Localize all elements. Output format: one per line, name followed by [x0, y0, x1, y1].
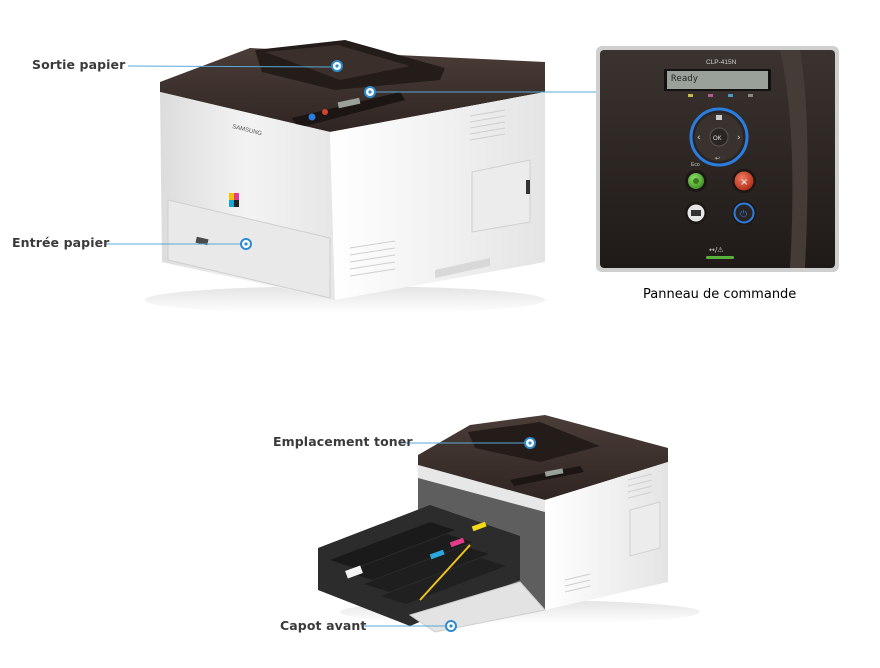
label-paper-input: Entrée papier — [12, 235, 110, 250]
side-vents — [349, 109, 506, 277]
lcd-screen — [667, 71, 768, 89]
panel-model-text: CLP-415N — [706, 59, 737, 66]
printer-side — [545, 462, 668, 610]
printer-base — [435, 258, 490, 278]
printer-icon — [691, 210, 701, 216]
top-control-strip — [292, 92, 405, 128]
callout-control-panel — [364, 86, 600, 98]
control-panel-zoom: CLP-415N Ready OK ‹ › ↩ Eco × — [596, 46, 839, 272]
printer-top — [160, 48, 545, 132]
callout-paper-input — [106, 238, 252, 250]
toner-level-icons — [688, 94, 753, 97]
eco-label: Eco — [691, 162, 700, 168]
printer-shadow — [145, 286, 545, 314]
back-icon[interactable]: ↩ — [715, 155, 720, 162]
callout-toner-slot — [400, 437, 536, 449]
printer-side — [330, 92, 545, 300]
printer-open — [318, 415, 700, 633]
side-access-door — [471, 159, 531, 233]
control-panel-caption: Panneau de commande — [643, 287, 796, 302]
printer-closed: SAMSUNG — [145, 40, 545, 314]
top-cancel-button — [322, 109, 328, 115]
cover-arm — [419, 544, 471, 601]
side-door-latch — [526, 180, 530, 194]
label-front-cover: Capot avant — [280, 618, 367, 633]
label-paper-output: Sortie papier — [32, 57, 126, 72]
ok-button[interactable] — [709, 127, 729, 147]
callout-paper-output — [127, 60, 343, 72]
label-toner-slot: Emplacement toner — [273, 434, 413, 449]
power-button[interactable] — [733, 202, 755, 224]
panel-bevel — [780, 50, 808, 268]
menu-icon[interactable] — [716, 115, 722, 120]
toner-cartridge-yellow — [381, 558, 506, 604]
color-logo-icon — [229, 193, 239, 207]
toner-cartridge-black — [330, 522, 455, 568]
right-arrow-icon[interactable]: › — [737, 133, 741, 143]
ok-label: OK — [713, 136, 722, 142]
power-icon: ⏻ — [740, 209, 747, 220]
cancel-button[interactable] — [734, 171, 754, 191]
top-lcd — [337, 97, 361, 109]
left-arrow-icon[interactable]: ‹ — [697, 133, 701, 143]
tray-handle — [195, 236, 209, 246]
lcd-status-text: Ready — [671, 74, 699, 84]
status-led — [706, 256, 734, 259]
status-warning-icon: ↔/⚠ — [709, 246, 724, 254]
top-power-button — [308, 113, 316, 121]
leader-line — [127, 65, 337, 68]
toner-cartridge-cyan — [347, 534, 472, 580]
callout-front-cover — [361, 620, 457, 632]
cancel-x-icon: × — [740, 177, 748, 188]
